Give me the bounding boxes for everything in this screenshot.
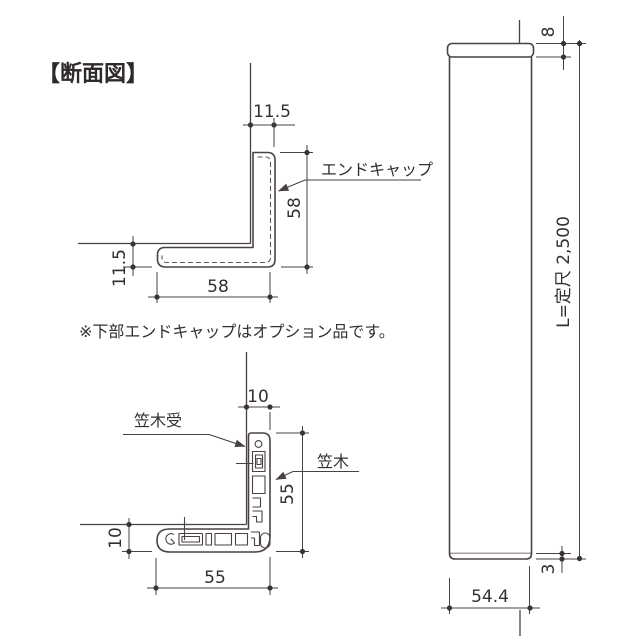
- side-elevation: 8 3 L=定尺 2,500 54.4: [441, 16, 586, 636]
- coping-label: 笠木: [275, 452, 359, 480]
- upper-dim-top-value: 11.5: [253, 102, 291, 122]
- lower-dim-left-value: 10: [106, 527, 126, 549]
- side-dim-cap-height-value: 8: [539, 27, 559, 38]
- upper-dim-right: 58: [280, 145, 313, 274]
- endcap-hidden-dashed-line: [161, 156, 272, 264]
- option-note: ※下部エンドキャップはオプション品です。: [79, 322, 395, 341]
- endcap-label-text: エンドキャップ: [321, 160, 433, 179]
- upper-dim-top: 11.5: [243, 102, 295, 147]
- lower-dim-bottom: 55: [147, 557, 278, 595]
- upper-dim-left: 11.5: [110, 236, 152, 287]
- lower-dim-right-value: 55: [278, 483, 298, 505]
- side-dim-length: L=定尺 2,500: [554, 40, 583, 562]
- page-title: 【断面図】: [38, 61, 148, 87]
- coping-elevation-body: [446, 42, 535, 560]
- upper-dim-left-value: 11.5: [110, 249, 130, 287]
- upper-cross-section: 11.5 58 11.5 58: [78, 63, 433, 303]
- lower-dim-right: 55: [276, 426, 309, 558]
- upper-dim-right-value: 58: [285, 197, 305, 219]
- endcap-label: エンドキャップ: [277, 160, 433, 192]
- upper-dim-bottom-value: 58: [207, 277, 229, 297]
- side-dim-length-value: L=定尺 2,500: [554, 216, 574, 328]
- coping-internal-details: [165, 440, 271, 549]
- side-dim-width-value: 54.4: [471, 587, 509, 607]
- lower-dim-top: 10: [238, 387, 280, 430]
- lower-dim-top-value: 10: [247, 387, 269, 407]
- lower-dim-left: 10: [106, 518, 152, 559]
- coping-receiver-label: 笠木受: [123, 411, 246, 448]
- side-dim-bottom-lip-value: 3: [539, 564, 559, 575]
- side-dim-width: 54.4: [441, 566, 540, 614]
- coping-profile-outline: [156, 432, 271, 553]
- top-end-cap: [446, 42, 535, 58]
- endcap-profile-outline: [156, 151, 276, 268]
- upper-dim-bottom: 58: [148, 272, 278, 303]
- coping-label-text: 笠木: [317, 452, 349, 471]
- lower-cross-section: 10 55 10 55 笠木: [80, 352, 359, 595]
- coping-receiver-label-text: 笠木受: [134, 411, 182, 430]
- lower-dim-bottom-value: 55: [204, 568, 226, 588]
